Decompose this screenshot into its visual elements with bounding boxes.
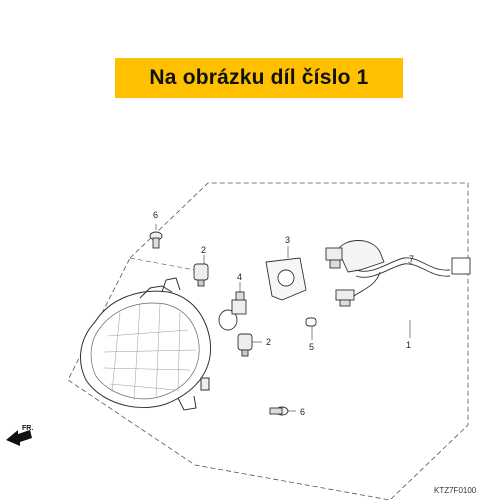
fr-label: FR. (22, 425, 33, 432)
assembly-outline (67, 182, 469, 500)
callout-5: 5 (309, 342, 314, 352)
position-bulb-5 (305, 317, 317, 340)
callout-6-top: 6 (153, 210, 158, 220)
callout-4: 4 (237, 272, 242, 282)
callout-6-bottom: 6 (300, 407, 305, 417)
callout-3: 3 (285, 235, 290, 245)
diagram-code: KTZ7F0100 (434, 486, 477, 495)
callout-1: 1 (406, 340, 411, 350)
front-direction-arrow: FR. (6, 425, 33, 446)
headlight-housing (80, 277, 212, 411)
callout-2-lower: 2 (266, 337, 271, 347)
callout-7: 7 (409, 254, 414, 264)
bulb-cover-3 (265, 246, 307, 301)
headlight-bulb-4 (218, 282, 247, 331)
socket-2-lower (237, 333, 262, 357)
screw-6-top (149, 224, 163, 249)
banner-text: Na obrázku díl číslo 1 (149, 66, 369, 89)
wiring-harness-7 (325, 240, 471, 307)
callout-2-upper: 2 (201, 245, 206, 255)
socket-2-upper (193, 255, 209, 287)
outline-inner-edge (129, 257, 196, 271)
screw-6-bottom (269, 406, 296, 416)
title-banner: Na obrázku díl číslo 1 (115, 58, 403, 98)
